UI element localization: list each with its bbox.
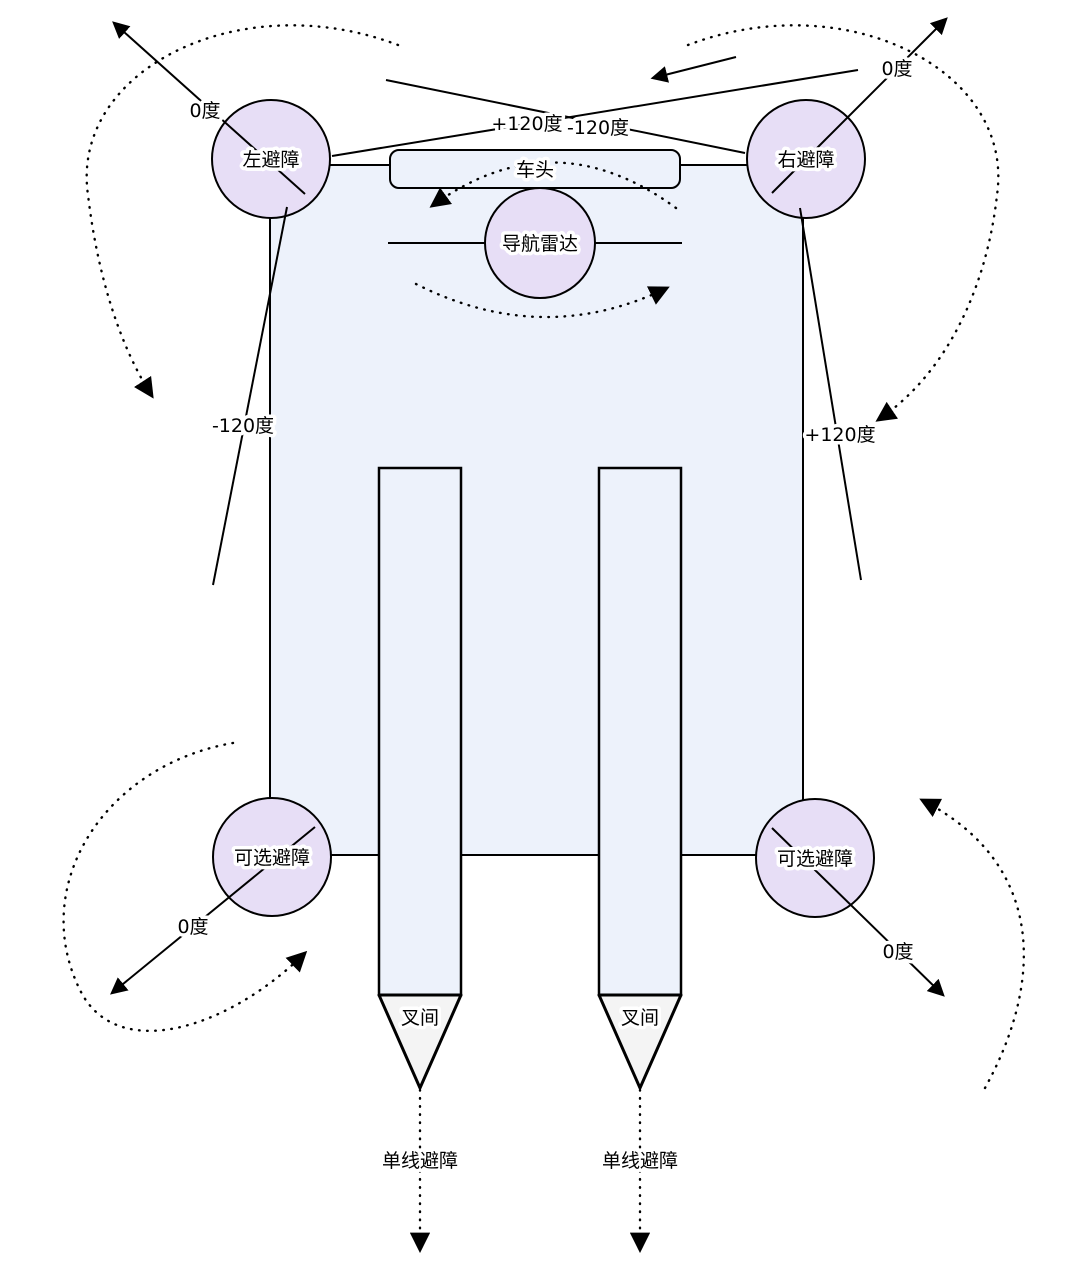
fov-arc-radar-icon: [414, 282, 670, 319]
fork-tip-left: [377, 993, 463, 1090]
fork-tip-right-label: 叉间: [621, 1007, 659, 1029]
sensor-rear-left-label: 可选避障: [234, 847, 310, 869]
deg0-rear-right-label: 0度: [882, 941, 913, 963]
fork-right: [597, 466, 683, 997]
plus120-right-label: +120度: [804, 424, 875, 446]
nav-radar-circle: [484, 187, 596, 299]
sensor-front-left-label: 左避障: [242, 149, 299, 171]
minus120-left-label: -120度: [212, 415, 274, 437]
fork-left: [377, 466, 463, 997]
zero-deg-line-rear-right-icon: [771, 827, 945, 997]
plus120-boundary-top-from-left: [331, 69, 859, 157]
deg0-rear-left-label: 0度: [177, 916, 208, 938]
fov-arc-front-right-icon: [686, 24, 1000, 422]
rotation-arrow-top-icon: [650, 56, 737, 83]
vehicle-head-label: 车头: [516, 159, 554, 181]
sensor-front-left: [211, 99, 331, 219]
deg0-front-left-label: 0度: [189, 100, 220, 122]
nav-radar-label: 导航雷达: [502, 233, 578, 255]
single-line-right-label: 单线避障: [602, 1150, 678, 1172]
fov-arc-rear-right-icon: [919, 798, 1025, 1090]
sensor-front-right-label: 右避障: [777, 149, 834, 171]
plus120-boundary-right: [799, 207, 862, 581]
deg0-front-right-label: 0度: [881, 58, 912, 80]
zero-deg-line-front-right-icon: [771, 17, 948, 194]
fork-tip-left-label: 叉间: [401, 1007, 439, 1029]
fork-tip-right: [597, 993, 683, 1090]
minus120-top-label: -120度: [567, 117, 629, 139]
minus120-boundary-left: [212, 206, 288, 586]
zero-deg-line-front-left-icon: [112, 21, 306, 195]
sensor-rear-right-label: 可选避障: [777, 848, 853, 870]
plus120-top-label: +120度: [491, 113, 562, 135]
single-line-left-label: 单线避障: [382, 1150, 458, 1172]
zero-deg-line-rear-left-icon: [110, 826, 316, 995]
minus120-boundary-top-from-right: [385, 79, 746, 154]
fov-arc-head-icon: [429, 161, 678, 210]
sensor-rear-right: [755, 798, 875, 918]
fov-arc-rear-left-icon: [62, 741, 308, 1033]
